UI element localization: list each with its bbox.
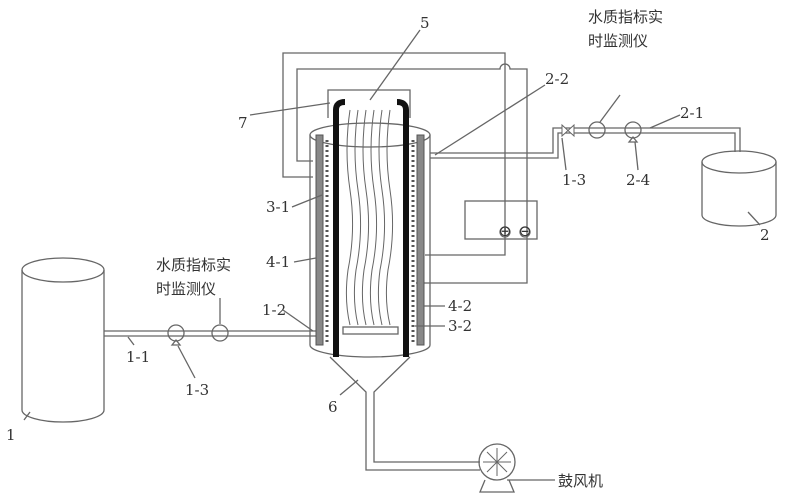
monitor-right-label-line2: 时监测仪: [588, 32, 648, 50]
tank-1: [21, 257, 105, 423]
blower: [478, 443, 516, 493]
electric-wires: [282, 52, 528, 284]
outlet-pipe: [430, 121, 741, 159]
monitor-left-label-line1: 水质指标实: [156, 256, 231, 274]
label-3-2: 3-2: [448, 317, 472, 335]
power-supply: ⊕ ⊖: [464, 200, 538, 240]
label-2-4: 2-4: [626, 171, 650, 189]
inlet-pipe: [104, 324, 318, 346]
positive-terminal: ⊕: [499, 222, 512, 240]
label-1-1: 1-1: [126, 348, 150, 366]
label-4-1: 4-1: [266, 253, 290, 271]
label-5: 5: [420, 14, 430, 32]
pump-1-3: [167, 324, 185, 342]
label-7: 7: [238, 114, 248, 132]
label-2-1: 2-1: [680, 104, 704, 122]
negative-terminal: ⊖: [519, 222, 532, 240]
label-1-3-right: 1-3: [562, 171, 586, 189]
label-1-2: 1-2: [262, 301, 286, 319]
label-4-2: 4-2: [448, 297, 472, 315]
label-2-2: 2-2: [545, 70, 569, 88]
tank-2: [701, 150, 777, 227]
reactor: [309, 89, 480, 471]
label-1: 1: [6, 426, 16, 444]
valve: [561, 123, 575, 138]
monitor-left-circle: [211, 324, 229, 342]
membrane-fibers: [345, 109, 394, 326]
blower-label: 鼓风机: [558, 472, 603, 490]
pump-2-4: [624, 121, 642, 139]
label-6: 6: [328, 398, 338, 416]
label-2: 2: [760, 226, 770, 244]
monitor-right-circle: [588, 121, 606, 139]
label-3-1: 3-1: [266, 198, 290, 216]
monitor-right-label-line1: 水质指标实: [588, 8, 663, 26]
label-1-3-left: 1-3: [185, 381, 209, 399]
monitor-left-label-line2: 时监测仪: [156, 280, 216, 298]
